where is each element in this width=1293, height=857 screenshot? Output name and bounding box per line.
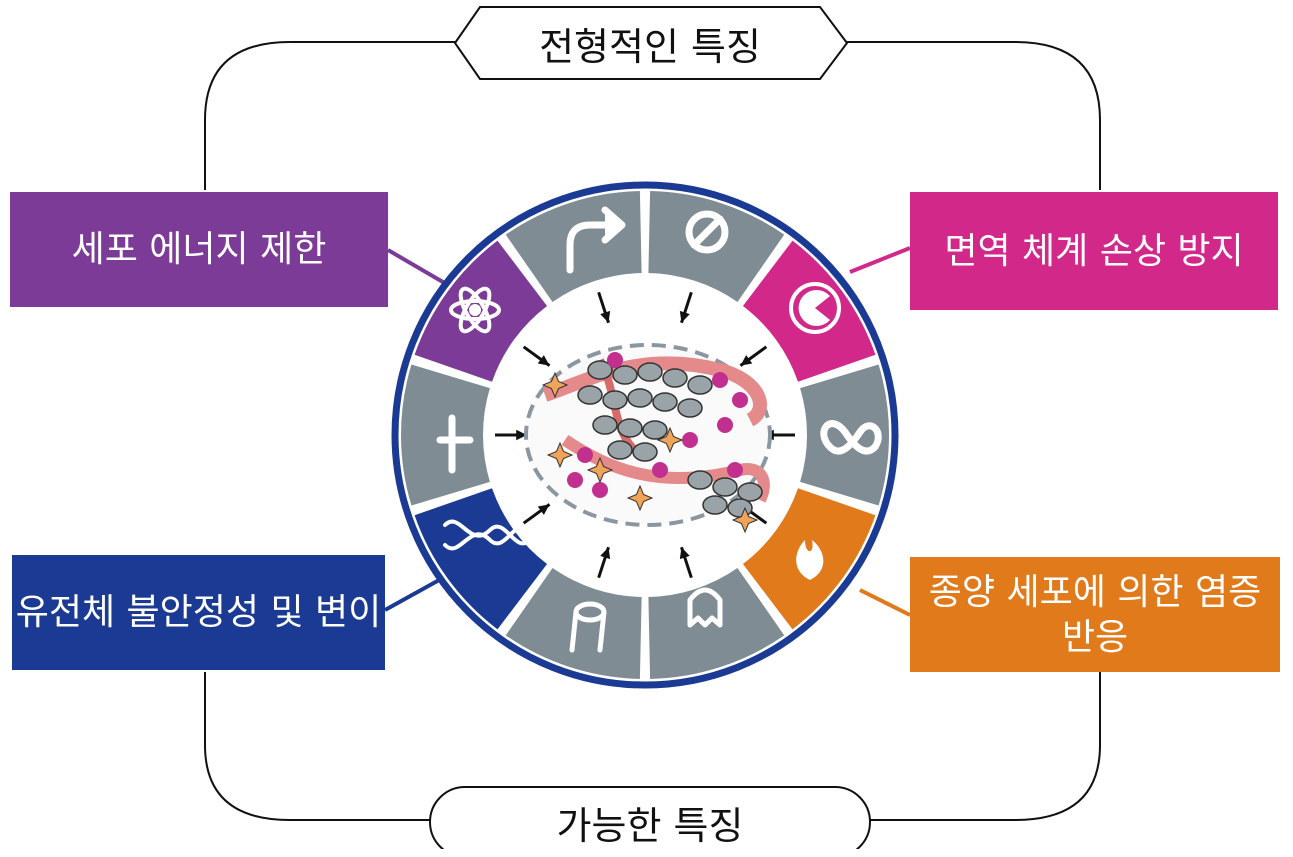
cancer-cell bbox=[652, 392, 678, 412]
no-sign-icon bbox=[685, 210, 729, 254]
cross-icon bbox=[436, 414, 474, 474]
inward-arrow-head bbox=[537, 504, 550, 515]
inward-arrow-head bbox=[537, 355, 550, 366]
cancer-cell bbox=[737, 482, 763, 502]
cancer-cell bbox=[637, 362, 663, 382]
flame-icon bbox=[796, 540, 824, 580]
cancer-cell bbox=[602, 390, 628, 410]
box-deregulating-cellular-energetics: 세포 에너지 제한 bbox=[10, 192, 388, 307]
infinity-icon bbox=[820, 420, 882, 455]
top-bracket bbox=[204, 41, 460, 190]
cancer-cell bbox=[642, 420, 668, 440]
fibroblast-cell bbox=[586, 456, 614, 484]
immune-cell bbox=[567, 472, 583, 488]
box-tumor-promoting-inflammation: 종양 세포에 의한 염증 반응 bbox=[910, 557, 1280, 672]
wheel-segments bbox=[401, 191, 889, 679]
cancer-cell bbox=[587, 360, 613, 380]
top-label: 전형적인 특징 bbox=[539, 24, 761, 69]
box-label: 면역 체계 손상 방지 bbox=[944, 230, 1244, 272]
cancer-cell bbox=[617, 418, 643, 438]
immune-cell bbox=[577, 447, 593, 463]
connector-bottom-right bbox=[859, 588, 911, 617]
cancer-cell bbox=[702, 495, 728, 515]
fibroblast-cell bbox=[541, 371, 569, 399]
connector-top-right bbox=[849, 246, 911, 274]
immune-cell bbox=[732, 392, 748, 408]
vessel-tube-icon bbox=[569, 601, 607, 653]
box-genome-instability: 유전체 불안정성 및 변이 bbox=[12, 555, 385, 670]
bottom-bracket bbox=[204, 672, 435, 821]
inward-arrow-head bbox=[679, 547, 690, 560]
box-avoiding-immune-destruction: 면역 체계 손상 방지 bbox=[910, 192, 1278, 310]
blood-vessel bbox=[542, 356, 767, 427]
arrow-up-right-icon bbox=[566, 206, 626, 274]
cancer-cell bbox=[677, 398, 703, 418]
bottom-label-tag bbox=[429, 786, 871, 849]
bracket-lines bbox=[204, 41, 1101, 821]
fibroblast-cell bbox=[656, 426, 684, 454]
fibroblast-cell bbox=[731, 506, 759, 534]
cancer-cell bbox=[687, 470, 713, 490]
inward-arrow-head bbox=[740, 355, 753, 366]
tumor-cells bbox=[541, 352, 763, 534]
ghost-cell-icon bbox=[687, 587, 723, 628]
inward-arrows bbox=[495, 291, 795, 579]
atom-icon bbox=[449, 286, 501, 334]
inward-arrow-head bbox=[600, 547, 611, 560]
inward-arrow-head bbox=[600, 310, 611, 323]
cancer-cell bbox=[632, 442, 658, 462]
immune-cell bbox=[717, 417, 733, 433]
immune-cell bbox=[712, 372, 728, 388]
cancer-cell bbox=[627, 388, 653, 408]
fibroblast-cell bbox=[546, 441, 574, 469]
cancer-cell bbox=[712, 477, 738, 497]
cancer-cell bbox=[577, 385, 603, 405]
bottom-bracket bbox=[865, 672, 1101, 821]
bottom-label: 가능한 특징 bbox=[556, 803, 744, 848]
cancer-cell bbox=[607, 440, 633, 460]
connector-top-left bbox=[386, 248, 450, 287]
immune-cell bbox=[682, 432, 698, 448]
inward-arrow-head bbox=[679, 310, 690, 323]
cancer-cell bbox=[612, 365, 638, 385]
segment-resisting-cell-death bbox=[401, 364, 490, 506]
cancer-cell bbox=[592, 415, 618, 435]
box-label: 세포 에너지 제한 bbox=[71, 229, 327, 270]
top-bracket bbox=[845, 41, 1101, 190]
immune-cell bbox=[727, 462, 743, 478]
immune-cell bbox=[607, 352, 623, 368]
box-label: 유전체 불안정성 및 변이 bbox=[15, 592, 382, 633]
segment-icons bbox=[436, 206, 882, 653]
cancer-cell bbox=[662, 368, 688, 388]
cancer-cell bbox=[727, 498, 753, 518]
fibroblast-cell bbox=[626, 484, 654, 512]
box-label-line2: 반응 bbox=[1061, 616, 1129, 658]
cancer-cell bbox=[687, 375, 713, 395]
immune-cell bbox=[652, 462, 668, 478]
pacman-cell-icon bbox=[789, 282, 841, 334]
immune-cell bbox=[592, 482, 608, 498]
dna-icon bbox=[443, 519, 532, 551]
box-label-line1: 종양 세포에 의한 염증 bbox=[928, 571, 1262, 613]
top-label-tag bbox=[453, 6, 849, 80]
inward-arrow-head bbox=[516, 429, 527, 441]
tumor-illustration bbox=[524, 343, 772, 534]
